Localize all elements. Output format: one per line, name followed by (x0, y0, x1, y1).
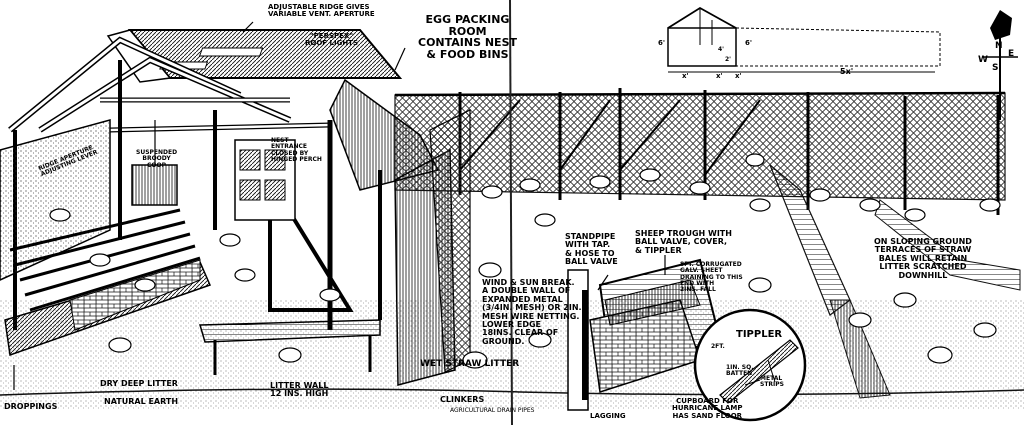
label-adjustable-ridge: ADJUSTABLE RIDGE GIVES VARIABLE VENT. AP… (268, 3, 375, 19)
label-wet-straw-litter: WET STRAW LITTER (420, 359, 520, 369)
inset-x1: x' (682, 72, 689, 80)
leader-arrows (13, 21, 666, 390)
label-cupboard: CUPBOARD FOR HURRICANE LAMP HAS SAND FLO… (672, 397, 743, 420)
inset-dim-inner: 4' (718, 46, 725, 53)
house-frame (8, 36, 382, 330)
house-roof (106, 29, 440, 191)
inset-dim-left: 6' (658, 39, 666, 47)
label-lagging: LAGGING (590, 412, 626, 420)
nest-boxes (234, 139, 296, 221)
label-clinkers: CLINKERS (440, 395, 485, 404)
label-suspended-coop: SUSPENDED BROODY COOP (136, 149, 178, 169)
cross-section-inset (667, 6, 941, 73)
inset-dim-inner2: 2' (725, 56, 732, 63)
suspended-broody-coop (131, 120, 178, 206)
label-nest-entrance: NEST ENTRANCE CLOSED BY HINGED PERCH (271, 137, 322, 163)
label-egg-packing-room: EGG PACKING ROOM CONTAINS NEST & FOOD BI… (418, 13, 517, 61)
feeding-trough (199, 319, 381, 375)
page-gutter (509, 0, 513, 425)
label-droppings: DROPPINGS (4, 402, 58, 411)
label-metal-strips: METAL STRIPS (760, 375, 784, 389)
label-two-ft: 2FT. (711, 343, 725, 350)
label-agricultural-drain: AGRICULTURAL DRAIN PIPES (450, 407, 535, 414)
label-wind-break: WIND & SUN BREAK. A DOUBLE WALL OF EXPAN… (482, 278, 582, 346)
label-dry-deep-litter: DRY DEEP LITTER (100, 379, 178, 388)
hens (49, 153, 1001, 369)
wire-netting-fence (394, 88, 1006, 215)
compass-s: S (992, 63, 999, 73)
straw-bale-terraces (769, 164, 1021, 399)
weather-vane (982, 10, 1018, 120)
label-perspex: "PERSPEX" ROOF LIGHTS (305, 32, 358, 48)
perches-and-droppings-pit (0, 119, 212, 357)
compass-w: W (978, 55, 988, 65)
label-litter-wall: LITTER WALL 12 INS. HIGH (270, 381, 329, 399)
inset-span: 5x' (840, 67, 854, 76)
wind-break (394, 109, 471, 386)
tippler-detail (693, 308, 807, 422)
compass-n: N (995, 41, 1003, 51)
label-corrugated-sheet: 8FT. CORRUGATED GALV. SHEET DRAINING TO … (680, 261, 743, 294)
label-sloping-ground: ON SLOPING GROUND TERRACES OF STRAW BALE… (874, 237, 972, 280)
inset-x3: x' (735, 72, 742, 80)
sheep-trough-cutaway (567, 258, 722, 411)
inset-x2: x' (716, 72, 723, 80)
inset-dim-right: 6' (745, 39, 753, 47)
compass-e: E (1008, 49, 1015, 59)
label-sheep-trough: SHEEP TROUGH WITH BALL VALVE, COVER, & T… (635, 229, 732, 255)
label-natural-earth: NATURAL EARTH (104, 397, 179, 406)
label-tippler: TIPPLER (736, 329, 783, 340)
label-standpipe: STANDPIPE WITH TAP. & HOSE TO BALL VALVE (565, 232, 618, 267)
label-batten: 1IN. SQ. BATTEN (726, 364, 754, 378)
